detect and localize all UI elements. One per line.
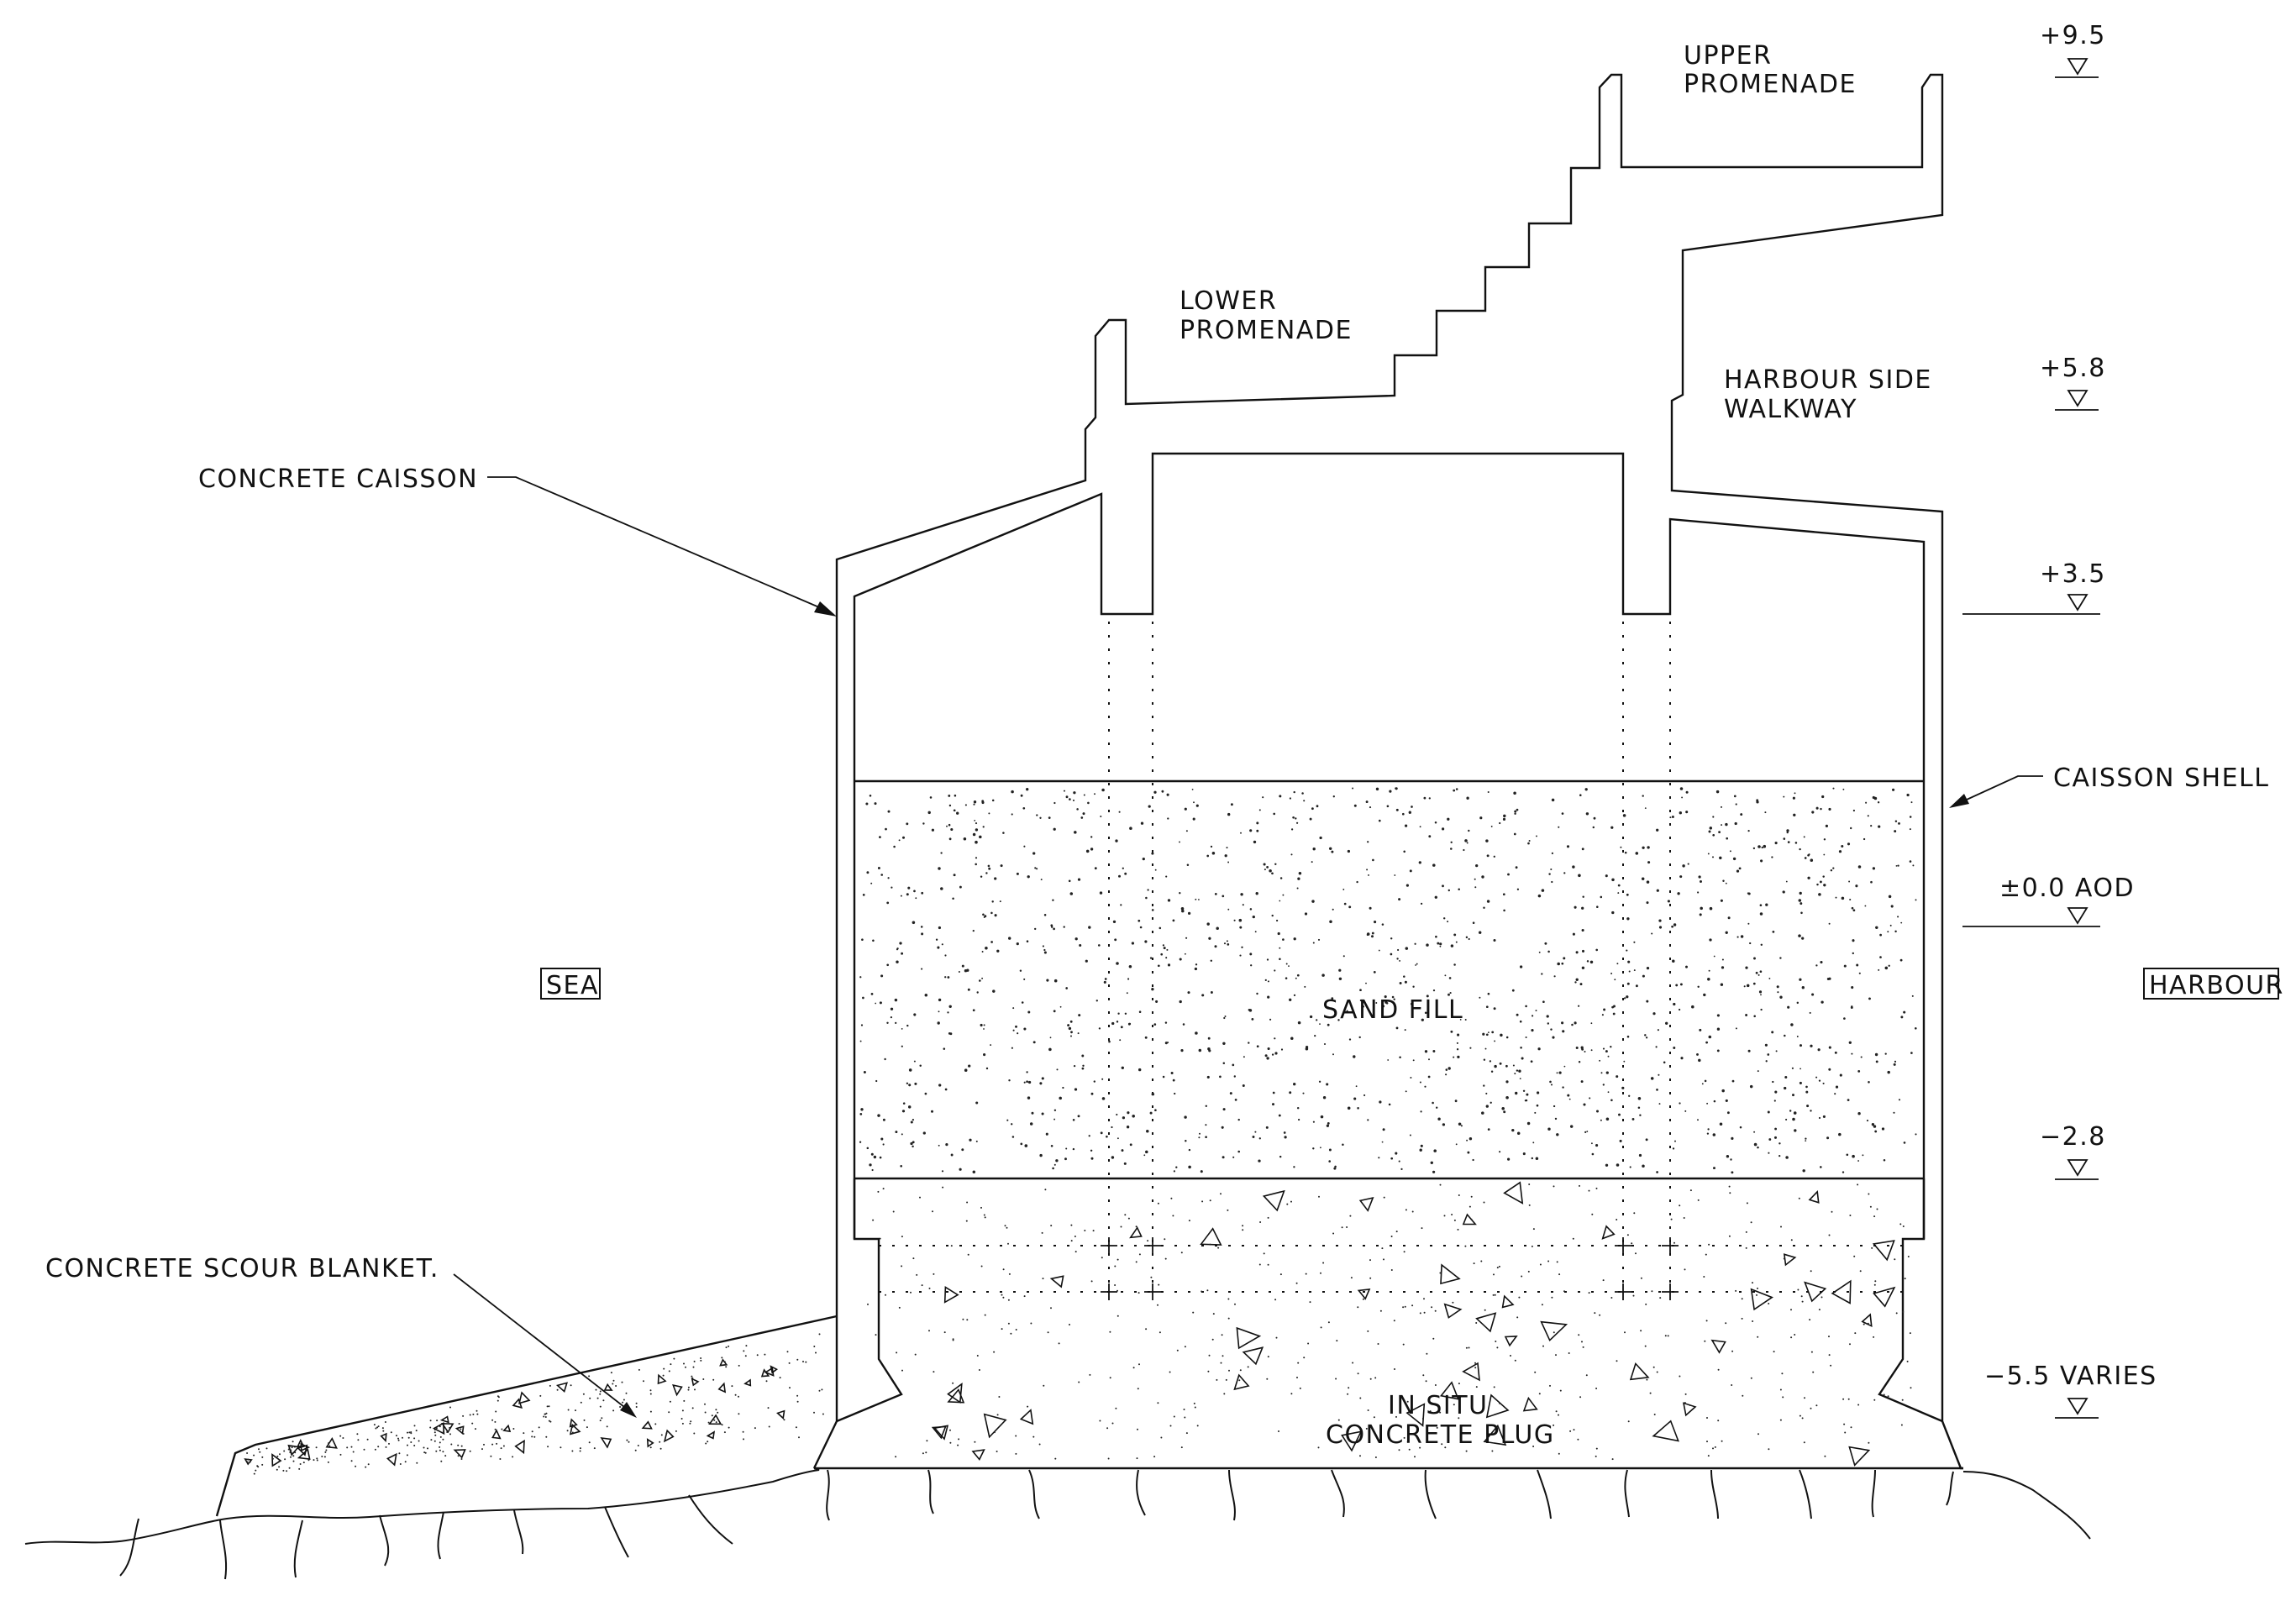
harbour-label: HARBOUR [2149,971,2284,1000]
scour-blanket-leader [453,1273,637,1418]
sea-label-box [540,968,601,1000]
scour-blanket-outline [215,1315,838,1517]
level-9-5-label: +9.5 [2040,21,2106,50]
upper-promenade-label-1: UPPER [1684,41,1772,71]
level-marker-0-0 [1962,907,2100,927]
upper-promenade-label-2: PROMENADE [1684,70,1857,99]
sea-label: SEA [546,971,599,1000]
concrete-plug-label-2: CONCRETE PLUG [1326,1420,1555,1450]
level-3-5-label: +3.5 [2040,559,2106,589]
level-marker-3-5 [1962,594,2100,615]
caisson-shell-label: CAISSON SHELL [2053,764,2269,793]
plug-left-toe [836,1178,903,1423]
lower-promenade-label-2: PROMENADE [1180,316,1353,345]
level-marker-minus-2-8 [2055,1159,2099,1180]
concrete-caisson-label: CONCRETE CAISSON [198,464,478,494]
level-minus-2-8-label: −2.8 [2040,1122,2106,1152]
caisson-outer-outline [812,73,1963,1470]
level-5-8-label: +5.8 [2040,354,2106,383]
crosshair-marks [1101,1237,1679,1300]
caisson-inner-outline [853,452,1926,1239]
level-marker-9-5 [2055,58,2099,78]
caisson-shell-leader [1949,775,2043,808]
sand-fill-label: SAND FILL [1322,995,1463,1025]
harbour-label-box [2143,968,2279,1000]
harbour-walkway-label-2: WALKWAY [1724,395,1857,424]
concrete-plug-label-1: IN SITU [1388,1391,1489,1420]
level-minus-5-5-label: −5.5 VARIES [1984,1362,2157,1391]
level-0-0-label: ±0.0 AOD [1999,874,2135,903]
level-marker-minus-5-5 [2055,1398,2099,1419]
lower-promenade-label-1: LOWER [1180,286,1277,316]
sand-fill-stipple [859,787,1917,1174]
ground-line [24,1467,2091,1545]
concrete-plug-aggregate [867,1181,1912,1467]
scour-blanket-label: CONCRETE SCOUR BLANKET. [45,1254,439,1283]
level-marker-5-8 [2055,390,2099,411]
plug-right-toe [1878,1178,1943,1423]
bedrock-roots [119,1469,1954,1580]
harbour-walkway-label-1: HARBOUR SIDE [1724,365,1932,395]
concrete-caisson-leader [487,476,837,617]
scour-blanket-aggregate [244,1333,824,1475]
